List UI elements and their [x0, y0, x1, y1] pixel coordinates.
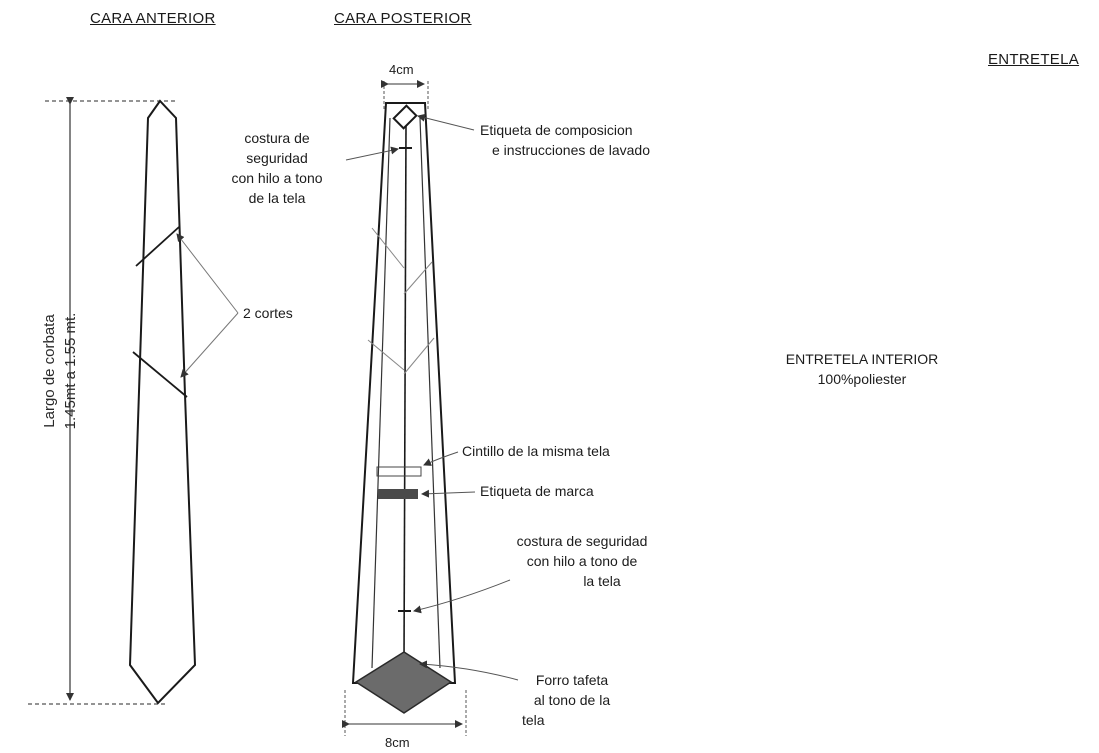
cuts-pointer-1	[176, 233, 239, 314]
brand-pointer	[421, 489, 476, 498]
heading-back: CARA POSTERIOR	[334, 10, 472, 27]
lining-pointer	[419, 660, 519, 681]
length-label-line1: Largo de corbata	[41, 314, 58, 428]
safety-top-pointer	[345, 146, 399, 161]
inner-fold-right	[419, 117, 441, 669]
length-label-line2: 1.45mt a 1.55 mt.	[62, 312, 79, 430]
safety-seam-top-line1: costura de	[244, 130, 310, 146]
cut-line-2	[132, 351, 188, 398]
diag-4	[403, 337, 435, 375]
diag-1	[371, 227, 405, 269]
lining-forro	[354, 651, 453, 714]
lining-label: Forro tafeta al tono de la tela	[512, 670, 632, 730]
diag-3	[367, 339, 405, 371]
brand-label-rect	[378, 489, 418, 499]
composition-label: Etiqueta de composicion e instrucciones …	[480, 120, 650, 160]
brand-label: Etiqueta de marca	[480, 483, 594, 499]
safety-seam-top-line3: con hilo a tono	[231, 170, 323, 186]
diag-2	[403, 261, 433, 295]
composition-pointer	[417, 113, 475, 131]
front-tie	[28, 97, 239, 705]
loop-cintillo	[376, 466, 422, 477]
loop-pointer	[423, 451, 459, 466]
bottom-width-label: 8cm	[385, 735, 410, 750]
composition-label-line1: Etiqueta de composicion	[480, 122, 633, 138]
cuts-pointer-2	[180, 312, 239, 378]
back-tie	[342, 80, 519, 736]
interlining-line1: ENTRETELA INTERIOR	[785, 351, 939, 367]
interlining-label: ENTRETELA INTERIOR 100%poliester	[782, 349, 942, 389]
lining-line2: al tono de la	[533, 692, 611, 708]
loop-label: Cintillo de la misma tela	[462, 443, 610, 459]
interlining-line2: 100%poliester	[817, 371, 907, 387]
front-tie-outline	[128, 99, 197, 705]
cut-line-1	[135, 226, 180, 267]
composition-label-line2: e instrucciones de lavado	[492, 142, 650, 158]
heading-interlining: ENTRETELA	[988, 51, 1080, 68]
safety-seam-top-line4: de la tela	[248, 190, 306, 206]
safety-seam-bottom-line1: costura de seguridad	[516, 533, 648, 549]
back-tie-outline	[351, 102, 457, 684]
inner-fold-left	[371, 117, 391, 669]
top-width-label: 4cm	[389, 62, 414, 77]
heading-front: CARA ANTERIOR	[90, 10, 216, 27]
lining-line3: tela	[522, 712, 545, 728]
safety-seam-bottom-line2: con hilo a tono de	[526, 553, 638, 569]
length-label: Largo de corbata 1.45mt a 1.55 mt.	[39, 271, 81, 471]
lining-line1: Forro tafeta	[535, 672, 609, 688]
safety-bottom-pointer	[413, 579, 511, 614]
safety-seam-bottom-line3: la tela	[583, 573, 621, 589]
center-seam	[403, 125, 407, 662]
composition-label-square	[392, 104, 418, 130]
safety-seam-top-line2: seguridad	[246, 150, 308, 166]
safety-seam-top-label: costura de seguridad con hilo a tono de …	[208, 128, 346, 208]
cuts-label: 2 cortes	[243, 305, 293, 321]
safety-seam-bottom-label: costura de seguridad con hilo a tono de …	[492, 531, 672, 591]
